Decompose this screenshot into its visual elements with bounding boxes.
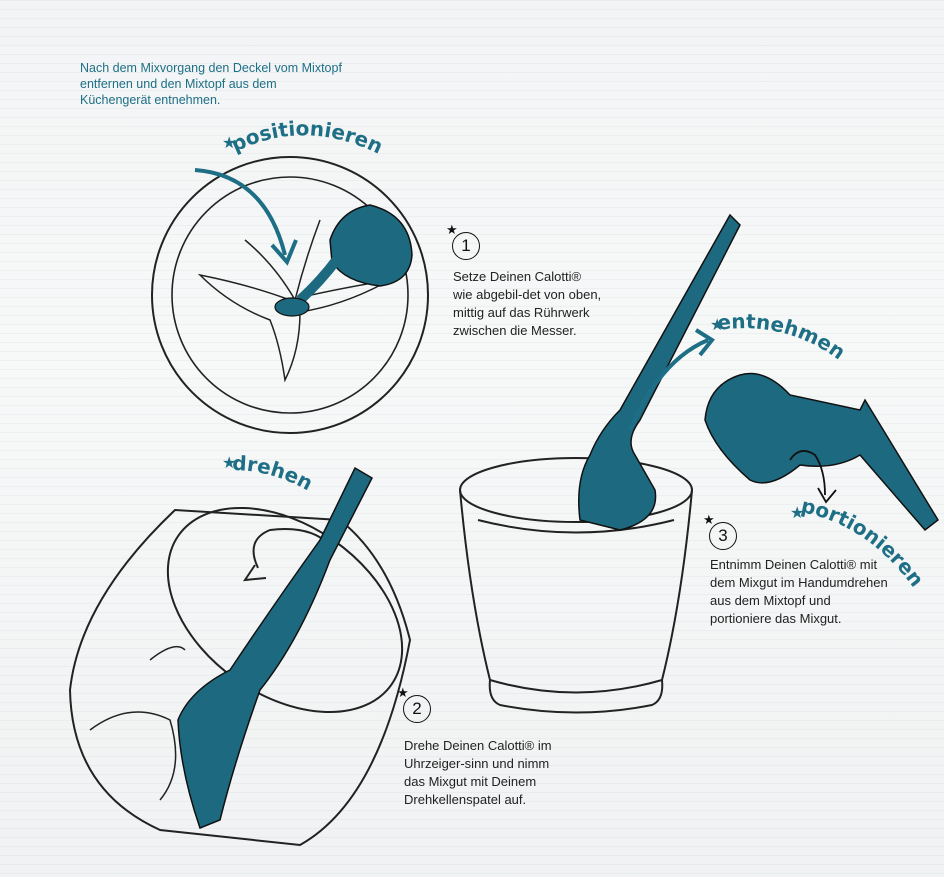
spatula-top	[274, 204, 413, 317]
svg-text:★: ★	[790, 505, 804, 522]
label-entnehmen: entnehmen	[716, 309, 850, 364]
svg-text:★: ★	[710, 317, 724, 334]
entnehmen-arrow	[628, 338, 709, 431]
step-number-3: 3	[709, 522, 737, 550]
step-3-text: Entnimm Deinen Calotti® mit dem Mixgut i…	[710, 557, 888, 626]
positionieren-arrow	[194, 168, 287, 256]
svg-text:★: ★	[222, 455, 236, 472]
star-icon: ★	[397, 685, 409, 700]
spatula-scoop	[704, 372, 939, 532]
step-1-text: Setze Deinen Calotti® wie abgebil-det vo…	[453, 269, 602, 338]
bowl-top-view	[151, 156, 429, 434]
spatula-upright	[578, 213, 741, 531]
step-number-1: 1	[452, 232, 480, 260]
label-drehen: drehen	[232, 451, 317, 495]
star-icon: ★	[446, 222, 458, 237]
spatula-side	[177, 466, 373, 829]
svg-text:★: ★	[222, 135, 236, 152]
step-2-text: Drehe Deinen Calotti® im Uhrzeiger-sinn …	[404, 738, 552, 807]
label-positionieren: positionieren	[227, 116, 386, 158]
bowl-upright	[459, 457, 693, 714]
step-number-2: 2	[403, 695, 431, 723]
intro-text: Nach dem Mixvorgang den Deckel vom Mixto…	[80, 61, 342, 107]
star-icon: ★	[703, 512, 715, 527]
